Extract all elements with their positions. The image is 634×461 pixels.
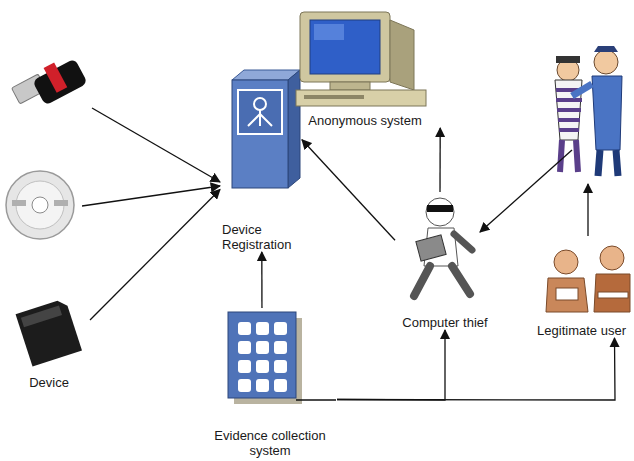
evidence-keypad-icon xyxy=(274,341,287,354)
device-node: Device xyxy=(8,298,90,390)
computer-icon xyxy=(296,12,426,106)
police-thief-illustration xyxy=(594,46,618,52)
connector-arrow xyxy=(439,128,441,192)
evidence-keypad-icon xyxy=(238,379,251,392)
registration-node: Device Registration xyxy=(220,68,302,252)
computer-node: Anonymous system xyxy=(285,10,445,128)
wire-segment xyxy=(296,399,336,400)
computer-icon xyxy=(296,90,426,106)
users-illustration xyxy=(554,250,578,274)
registration-cube-icon xyxy=(248,110,272,126)
cd-disc-icon xyxy=(6,171,74,239)
police-thief-illustration xyxy=(560,140,578,172)
sd-card-icon xyxy=(16,298,82,366)
evidence-keypad-icon xyxy=(228,312,302,404)
computer-icon xyxy=(330,82,370,90)
computer-icon xyxy=(314,24,344,40)
users-illustration xyxy=(556,288,578,300)
registration-cube-icon xyxy=(232,80,288,188)
police-thief-illustration xyxy=(592,76,622,150)
registration-cube-icon xyxy=(254,98,266,110)
device-arrow xyxy=(82,108,220,206)
evidence-keypad-icon xyxy=(256,341,269,354)
computer-icon xyxy=(310,20,380,74)
connector-arrow xyxy=(90,189,220,320)
evidence-keypad-icon xyxy=(238,341,251,354)
user-node: Legitimate user xyxy=(533,238,630,338)
thief-figure xyxy=(454,234,472,250)
users-illustration xyxy=(546,246,630,312)
cd-disc-icon xyxy=(12,200,26,206)
evidence-node: Evidence collection system xyxy=(203,308,337,458)
registration-cube-icon xyxy=(232,70,300,188)
evidence-keypad-icon xyxy=(256,379,269,392)
police-thief-illustration xyxy=(598,150,618,176)
computer-icon xyxy=(300,12,390,82)
thief-figure xyxy=(414,198,472,296)
connector-arrow xyxy=(302,140,395,241)
evidence-keypad-icon xyxy=(238,360,251,373)
node-label: Legitimate user xyxy=(535,323,628,338)
police-thief-illustration xyxy=(572,84,592,96)
thief-node: Computer thief xyxy=(395,192,495,330)
connector-arrow xyxy=(337,338,615,400)
sd-card-icon xyxy=(21,305,62,327)
connector-arrow xyxy=(337,330,445,400)
evidence-keypad-icon xyxy=(256,322,269,335)
illustration-arrow xyxy=(480,150,572,232)
users-illustration xyxy=(600,246,624,270)
registration-cube-icon xyxy=(288,70,300,188)
usb-drive-icon xyxy=(44,62,68,92)
node-label: Computer thief xyxy=(400,315,489,330)
thief-figure xyxy=(426,198,454,226)
computer-icon xyxy=(390,20,414,90)
device-arrow xyxy=(82,186,220,206)
thief-figure xyxy=(414,266,470,296)
illustration-arrow xyxy=(480,150,588,236)
connector-arrow xyxy=(261,252,262,308)
sd-card-icon xyxy=(16,298,82,366)
evidence-keypad-icon xyxy=(228,312,296,398)
police-thief-illustration xyxy=(594,50,618,74)
evidence-keypad-icon xyxy=(238,322,287,392)
cd-disc-icon xyxy=(6,171,74,239)
evidence-keypad-icon xyxy=(274,360,287,373)
device-arrow xyxy=(92,108,220,182)
node-label: Device Registration xyxy=(220,222,302,252)
evidence-keypad-icon xyxy=(256,360,269,373)
registration-cube-icon xyxy=(238,90,282,134)
node-label: Device xyxy=(27,375,71,390)
node-label: Anonymous system xyxy=(306,113,423,128)
cd-disc-icon xyxy=(54,200,68,206)
police-thief-illustration xyxy=(556,56,580,63)
evidence-keypad-icon xyxy=(238,322,251,335)
thief-figure xyxy=(427,205,453,212)
evidence-keypad-icon xyxy=(274,322,287,335)
thief-figure xyxy=(416,235,446,261)
usb-drive-icon xyxy=(12,58,88,105)
evidence-keypad-icon xyxy=(274,379,287,392)
cd-disc-icon xyxy=(32,197,48,213)
illustration-arrow xyxy=(587,184,588,236)
node-label: Evidence collection system xyxy=(203,428,337,458)
users-illustration xyxy=(594,274,630,312)
users-illustration xyxy=(598,292,628,298)
computer-icon xyxy=(304,95,364,99)
usb-drive-icon xyxy=(32,58,88,105)
users-illustration xyxy=(546,278,588,312)
